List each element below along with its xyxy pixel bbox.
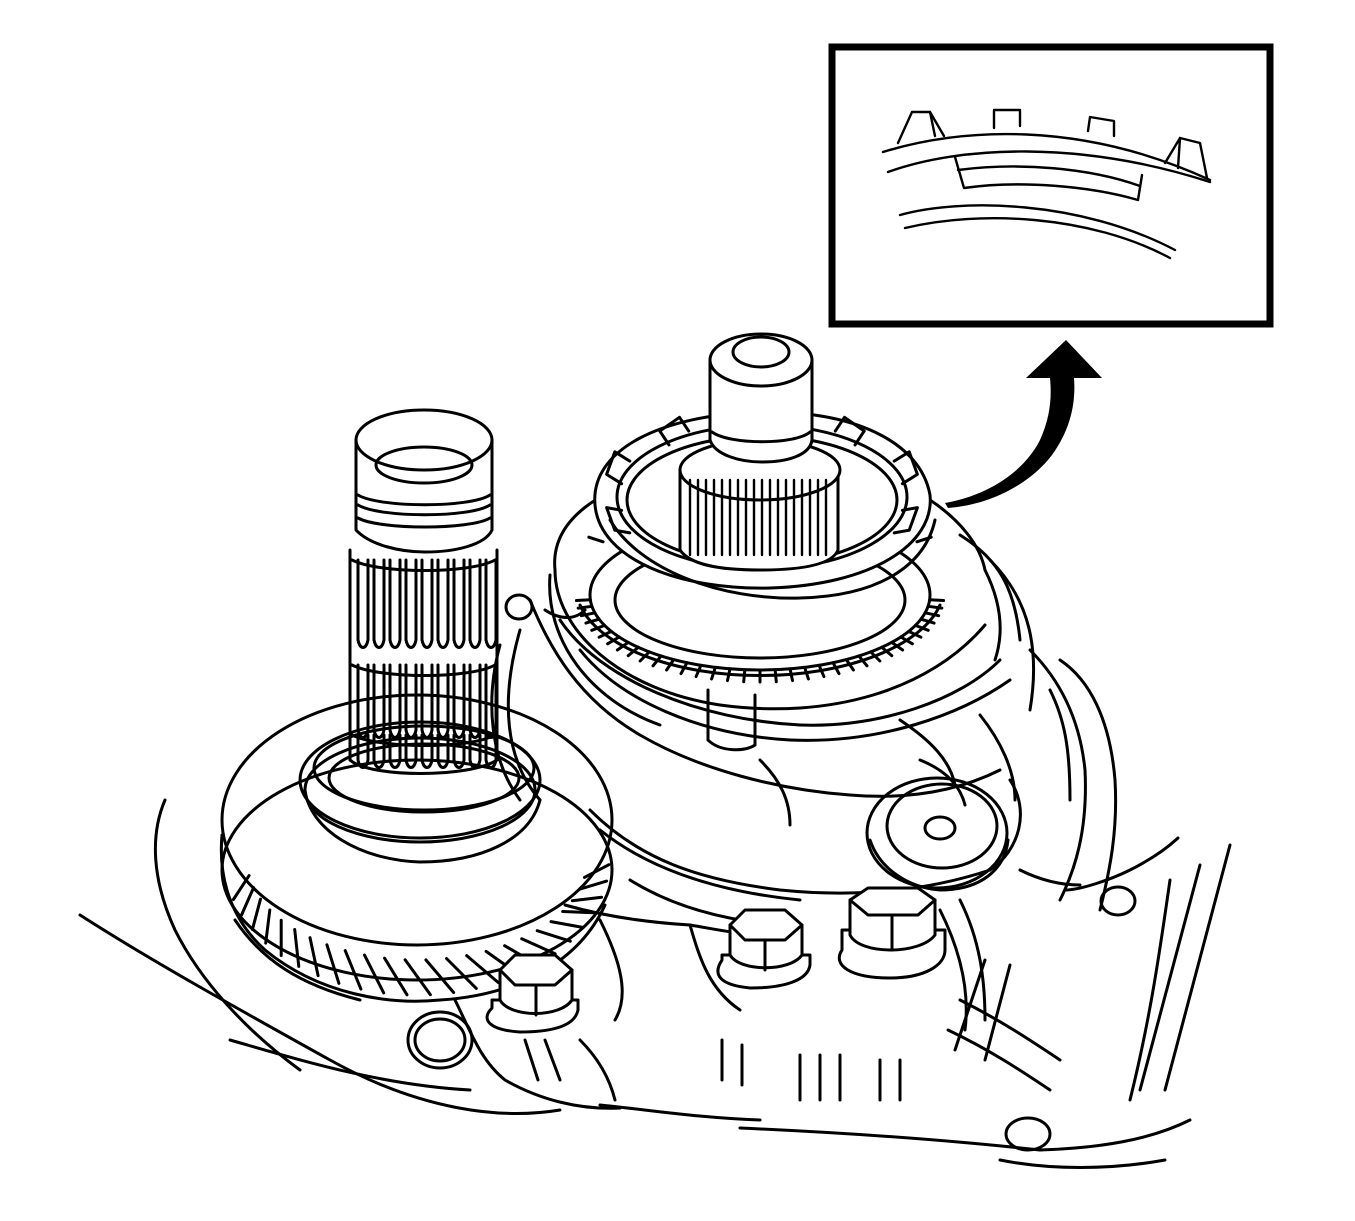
spline-tooth — [420, 733, 434, 769]
ring-gear-tooth — [250, 897, 262, 931]
ring-gear-tooth — [383, 956, 409, 997]
ring-gear-tooth — [520, 937, 557, 956]
spline-tooth — [484, 558, 498, 649]
callout-arrow — [945, 340, 1102, 508]
spline-tooth — [404, 733, 418, 769]
ring-gear-tooth — [403, 958, 432, 997]
spline-tooth — [372, 733, 386, 769]
bolt — [485, 953, 580, 1034]
ring-gear-tooth — [325, 943, 341, 985]
ring-gear-tooth — [582, 863, 611, 879]
drive-gear-outer-edge — [578, 603, 942, 678]
spline-tooth — [388, 733, 402, 769]
spline-tooth — [468, 733, 482, 769]
spline-tooth — [372, 558, 386, 649]
ring-gear-tooth — [363, 953, 386, 995]
ring-gear-tooth — [445, 957, 478, 990]
detail-inset — [828, 43, 1274, 328]
bolt — [837, 886, 947, 980]
spline-row-edge — [350, 663, 497, 677]
transaxle-case — [78, 648, 1232, 1169]
ring-gear-tooth — [535, 929, 572, 943]
sync-lug — [892, 506, 919, 535]
boss-right — [865, 776, 1010, 892]
ring-gear-tooth — [293, 928, 301, 968]
ring-gear-tooth — [343, 949, 363, 991]
spline-tooth — [356, 733, 370, 769]
drive-gear — [548, 461, 1036, 752]
ring-gear-tooth — [561, 910, 596, 915]
ring-gear-tooth — [578, 879, 609, 891]
bolt — [716, 908, 812, 990]
spline-tooth — [356, 558, 370, 649]
drive-gear-tooth-set — [574, 598, 946, 684]
spline-tooth — [388, 558, 402, 649]
boss-left — [406, 1010, 474, 1070]
output-splines — [688, 478, 828, 557]
housing-bosses — [406, 776, 1010, 1070]
ring-gear-tooth — [549, 920, 585, 929]
spline-tooth — [420, 558, 434, 649]
ring-gear-tooth — [465, 954, 500, 984]
spline-tooth — [468, 558, 482, 649]
spline-tooth — [452, 558, 466, 649]
ring-gear-tooth — [570, 895, 604, 903]
spline-tooth — [404, 558, 418, 649]
spline-tooth — [436, 663, 450, 739]
sync-lug — [605, 450, 632, 486]
spline-tooth — [420, 663, 434, 739]
spline-teeth — [350, 558, 498, 769]
ring-gear-tooth — [308, 936, 320, 978]
bolts — [485, 886, 947, 1034]
ring-gear-tooth — [264, 908, 272, 945]
ring-gear-tooth — [231, 874, 251, 901]
ring-gear-tooth — [240, 886, 256, 917]
spline-tooth — [452, 733, 466, 769]
spline-tooth — [436, 733, 450, 769]
output-shaft — [678, 332, 842, 572]
sync-lug — [605, 506, 632, 535]
spline-tooth — [484, 733, 498, 769]
spline-tooth — [388, 663, 402, 739]
sync-lug — [658, 415, 691, 447]
sync-lug — [892, 450, 919, 486]
inset-sync-ring-detail — [881, 108, 1212, 260]
spline-row-edge — [350, 558, 497, 572]
ring-gear-tooth — [424, 958, 456, 994]
spline-tooth — [404, 663, 418, 739]
spline-tooth — [436, 558, 450, 649]
input-shaft-gear — [312, 408, 536, 814]
sync-lug — [833, 415, 866, 447]
